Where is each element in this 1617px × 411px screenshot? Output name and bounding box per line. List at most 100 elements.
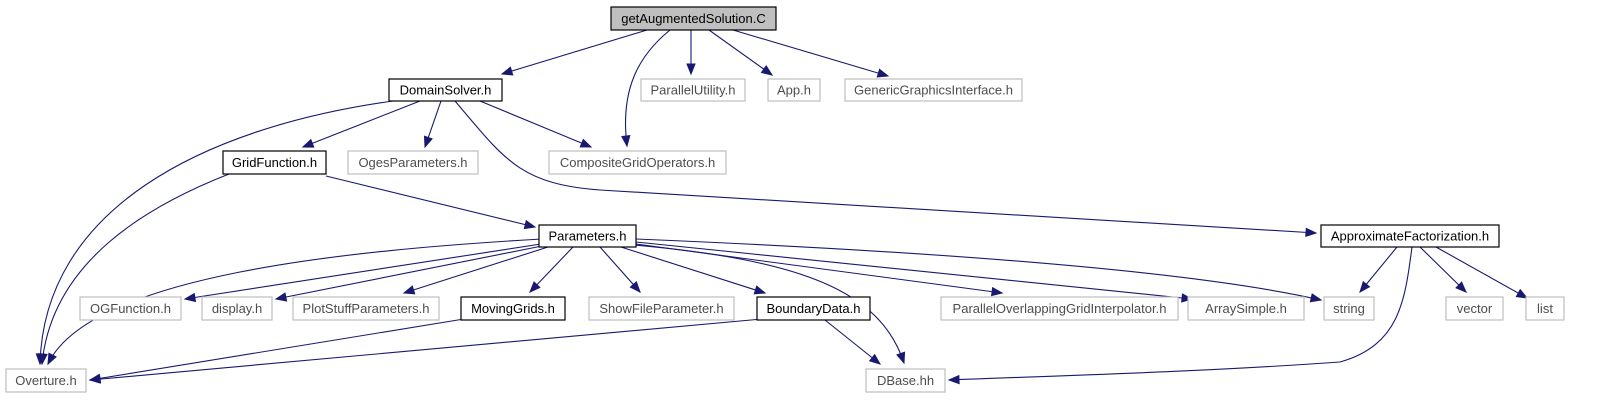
arrowhead (947, 374, 960, 385)
edge-line (948, 246, 1413, 381)
arrowhead (1305, 227, 1318, 238)
node-showfile: ShowFileParameter.h (588, 296, 735, 321)
edge-parameters-to-showfile (599, 246, 641, 294)
node-parallelutility: ParallelUtility.h (640, 78, 746, 102)
edge-parameters-to-string (635, 238, 1323, 303)
node-overture: Overture.h (5, 368, 87, 393)
edge-root-to-domainsolver (500, 29, 648, 76)
node-label: OgesParameters.h (358, 155, 467, 170)
edge-approxfact-to-list (1435, 246, 1529, 299)
node-label: GenericGraphicsInterface.h (854, 83, 1013, 98)
node-box (1187, 296, 1305, 321)
edges-layer (35, 29, 1529, 385)
edge-line (403, 246, 549, 294)
arrowhead (529, 281, 541, 293)
node-display: display.h (201, 296, 273, 321)
node-label: DBase.hh (877, 373, 934, 388)
node-box (844, 78, 1023, 102)
node-box (548, 150, 727, 175)
edge-line (1435, 246, 1528, 299)
edge-parameters-to-pogi (635, 243, 1004, 297)
node-list: list (1525, 296, 1565, 321)
arrowhead (1455, 281, 1467, 293)
edge-root-to-ggi (732, 29, 890, 78)
arrowhead (38, 353, 48, 366)
node-box (79, 296, 182, 321)
edge-boundarydata-to-overture (88, 318, 763, 384)
node-box (222, 150, 327, 175)
node-approxfact[interactable]: ApproximateFactorization.h (1320, 224, 1500, 248)
arrowhead (1309, 293, 1323, 303)
node-label: PlotStuffParameters.h (303, 301, 430, 316)
node-box (865, 368, 946, 393)
arrowhead (1181, 293, 1194, 303)
edge-line (501, 29, 648, 75)
node-cgops: CompositeGridOperators.h (548, 150, 727, 175)
edge-line (275, 245, 543, 300)
node-box (538, 224, 637, 248)
arrowhead (1515, 288, 1529, 299)
node-label: ApproximateFactorization.h (1331, 229, 1489, 244)
arrowhead (579, 138, 593, 148)
edge-domainsolver-to-overture (35, 100, 394, 366)
node-label: GridFunction.h (232, 155, 317, 170)
edge-domainsolver-to-ogesparams (423, 100, 442, 149)
node-ggi: GenericGraphicsInterface.h (844, 78, 1023, 102)
node-arraysimple: ArraySimple.h (1187, 296, 1305, 321)
node-box (940, 296, 1179, 321)
node-app: App.h (767, 78, 821, 102)
edge-approxfact-to-vector (1419, 246, 1467, 293)
edge-domainsolver-to-cgops (479, 100, 593, 148)
arrowhead (753, 285, 767, 295)
node-box (610, 6, 777, 31)
node-label: string (1333, 301, 1365, 316)
node-label: vector (1457, 301, 1493, 316)
edge-parameters-to-movinggrids (529, 246, 574, 293)
node-boundarydata[interactable]: BoundaryData.h (756, 296, 871, 321)
edge-line (1419, 246, 1467, 293)
node-box (767, 78, 821, 102)
node-gridfunction[interactable]: GridFunction.h (222, 150, 327, 175)
node-root[interactable]: getAugmentedSolution.C (610, 6, 777, 31)
edge-parameters-to-ogfunction (183, 243, 542, 303)
node-parameters[interactable]: Parameters.h (538, 224, 637, 248)
edge-domainsolver-to-gridfunction (301, 100, 421, 148)
edge-line (635, 243, 1003, 294)
node-box (1320, 224, 1500, 248)
arrowhead (629, 281, 641, 294)
edge-line (47, 238, 543, 365)
node-vector: vector (1445, 296, 1504, 321)
edge-line (184, 243, 542, 300)
edge-gridfunction-to-overture (38, 173, 230, 366)
edge-line (635, 241, 1193, 300)
edge-parameters-to-arraysimple (635, 241, 1194, 303)
node-box (388, 78, 503, 102)
edge-parameters-to-display (274, 245, 543, 302)
node-dbase: DBase.hh (865, 368, 946, 393)
edge-line (89, 318, 763, 381)
arrowhead (523, 219, 537, 230)
node-label: Parameters.h (548, 229, 626, 244)
edge-gridfunction-to-parameters (325, 175, 537, 230)
arrowhead (274, 292, 288, 302)
arrowhead (88, 374, 101, 384)
node-domainsolver[interactable]: DomainSolver.h (388, 78, 503, 102)
node-label: App.h (777, 83, 811, 98)
node-label: CompositeGridOperators.h (560, 155, 715, 170)
node-box (460, 296, 566, 321)
edge-line (325, 175, 536, 228)
node-plotstuff: PlotStuffParameters.h (292, 296, 440, 321)
node-movinggrids[interactable]: MovingGrids.h (460, 296, 566, 321)
edge-line (39, 100, 394, 365)
edge-line (635, 238, 1322, 301)
arrowhead (47, 352, 57, 366)
node-box (347, 150, 479, 175)
node-box (588, 296, 735, 321)
edge-line (479, 100, 592, 148)
node-label: ShowFileParameter.h (599, 301, 723, 316)
node-box (292, 296, 440, 321)
arrowhead (896, 351, 906, 365)
edge-root-to-parallelutility (686, 30, 696, 76)
edge-boundarydata-to-dbase (824, 319, 882, 365)
